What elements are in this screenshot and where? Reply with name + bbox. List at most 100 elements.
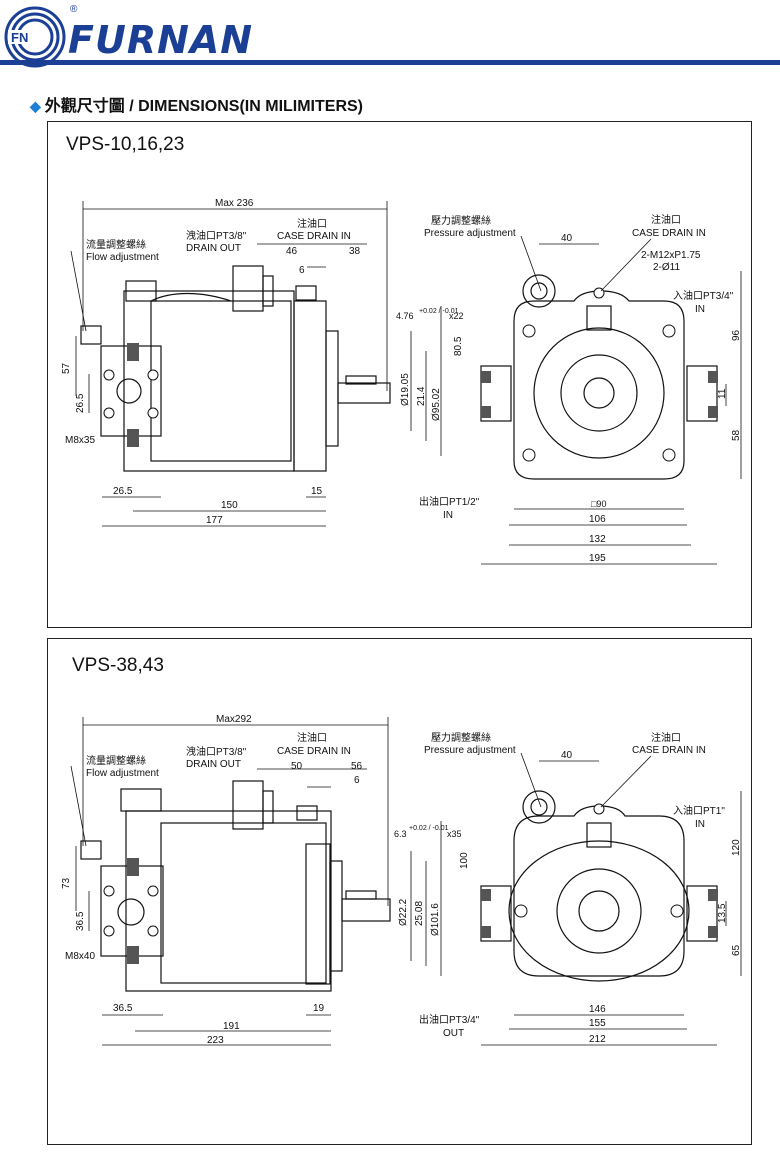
p1-key-tol: +0.02 / -0.01: [419, 308, 459, 315]
p2-dim-36-5-v: 36.5: [75, 911, 86, 931]
p1-dim-195: 195: [589, 553, 606, 564]
p2-dim-25: 25.08: [414, 901, 425, 926]
p2-dia-101: Ø101.6: [430, 903, 441, 936]
model-title: VPS-10,16,23: [66, 134, 185, 155]
p1-dim-177: 177: [206, 515, 223, 526]
p2-press-cn: 壓力調整螺絲: [431, 731, 491, 744]
p1-dim-57: 57: [61, 362, 72, 374]
p1-dim-132: 132: [589, 534, 606, 545]
p2-drain-cn: 洩油口PT3/8": [186, 745, 247, 758]
p2-out-en: OUT: [443, 1028, 464, 1039]
p2-in-cn: 入油口PT1": [673, 804, 725, 817]
p2-dim-6: 6: [354, 775, 360, 786]
p2-max-length: Max292: [216, 714, 252, 725]
p1-press-en: Pressure adjustment: [424, 228, 516, 239]
p1-dim-21: 21.4: [416, 386, 427, 406]
p1-flow-adj-cn: 流量調整螺絲: [86, 238, 146, 251]
p2-press-en: Pressure adjustment: [424, 745, 516, 756]
p1-max-length: Max 236: [215, 198, 254, 209]
p1-holes-11: 2-Ø11: [653, 262, 680, 273]
header-rule: [0, 60, 780, 65]
p2-dim-223: 223: [207, 1035, 224, 1046]
p2-dim-191: 191: [223, 1021, 240, 1032]
p2-out-cn: 出油口PT3/4": [419, 1013, 480, 1026]
p1-case2-en: CASE DRAIN IN: [632, 228, 706, 239]
brand-name: FURNAN: [68, 18, 254, 62]
port-block: [100, 865, 164, 957]
p2-dim-100: 100: [459, 852, 470, 869]
p1-dim-150: 150: [221, 500, 238, 511]
p1-drain-cn: 洩油口PT3/8": [186, 229, 247, 242]
p1-drain-en: DRAIN OUT: [186, 243, 241, 254]
p1-dim-26-5-v: 26.5: [75, 393, 86, 413]
p2-drain-en: DRAIN OUT: [186, 759, 241, 770]
panel-vps-38-43: VPS-38,43: [47, 638, 752, 1145]
p1-dim-38: 38: [349, 246, 361, 257]
p1-dim-46: 46: [286, 246, 298, 257]
page-title-text: 外觀尺寸圖 / DIMENSIONS(IN MILIMITERS): [44, 98, 364, 115]
p2-bolt: M8x40: [65, 951, 95, 962]
p2-case2-en: CASE DRAIN IN: [632, 745, 706, 756]
pump-body-side: [123, 290, 295, 472]
drawing-vps-38-43: Max292 流量調整螺絲 Flow adjustment 洩油口PT3/8" …: [61, 714, 742, 1046]
shaft: [341, 898, 391, 922]
p2-dim-212: 212: [589, 1034, 606, 1045]
p1-dim-96: 96: [731, 329, 742, 341]
drain-fitting: [232, 265, 264, 312]
mounting-flange: [293, 300, 327, 472]
p2-dim-146: 146: [589, 1004, 606, 1015]
p1-dim-15: 15: [311, 486, 323, 497]
p1-out-cn: 出油口PT1/2": [419, 495, 480, 508]
p2-dim-40: 40: [561, 750, 573, 761]
pressure-adjuster: [522, 274, 556, 308]
p2-dia-22: Ø22.2: [398, 898, 409, 926]
model-title: VPS-38,43: [72, 655, 164, 676]
p2-dim-73: 73: [61, 877, 72, 889]
p2-flow-adj-en: Flow adjustment: [86, 768, 159, 779]
p2-key-tol: +0.02 / -0.01: [409, 825, 449, 832]
panel-vps-10-16-23: VPS-10,16,23: [47, 121, 752, 628]
p1-dim-80-5: 80.5: [453, 336, 464, 356]
p1-dim-106: 106: [589, 514, 606, 525]
p1-dim-26-5-h: 26.5: [113, 486, 133, 497]
pump-body-front: [513, 805, 685, 977]
p1-key-len: x22: [449, 311, 464, 321]
p1-in-cn: 入油口PT3/4": [673, 289, 734, 302]
p2-case-en: CASE DRAIN IN: [277, 746, 351, 757]
p1-case-cn: 注油口: [297, 217, 327, 230]
pressure-adjuster: [522, 790, 556, 824]
p2-case-cn: 注油口: [297, 731, 327, 744]
pump-body-side: [125, 810, 332, 992]
p2-dim-155: 155: [589, 1018, 606, 1029]
p2-case2-cn: 注油口: [651, 731, 681, 744]
p2-dim-65: 65: [731, 944, 742, 956]
page-title: ◆外觀尺寸圖 / DIMENSIONS(IN MILIMITERS): [30, 92, 363, 116]
p1-dim-11: 11: [717, 388, 728, 399]
p1-dim-40: 40: [561, 233, 573, 244]
shaft: [337, 382, 391, 404]
p2-dim-120: 120: [731, 839, 742, 856]
p1-dia-95: Ø95.02: [431, 388, 442, 421]
p1-out-en: IN: [443, 510, 453, 521]
p1-press-cn: 壓力調整螺絲: [431, 214, 491, 227]
p1-key: 4.76: [396, 311, 414, 321]
p1-holes-m12: 2-M12xP1.75: [641, 250, 701, 261]
furnan-logo-mark: FN: [4, 6, 66, 68]
p1-case-en: CASE DRAIN IN: [277, 231, 351, 242]
p2-dim-36-5-h: 36.5: [113, 1003, 133, 1014]
logo-mark-text: FN: [11, 30, 28, 45]
diamond-bullet-icon: ◆: [30, 98, 41, 114]
p2-dim-50: 50: [291, 761, 303, 772]
p2-dim-13-5: 13.5: [717, 903, 728, 923]
p1-dim-6: 6: [299, 265, 305, 276]
drawing-vps-10-16-23: Max 236 流量調整螺絲 Flow adjustment 洩油口PT3/8"…: [61, 198, 742, 565]
p1-in-en: IN: [695, 304, 705, 315]
p1-flow-adj-en: Flow adjustment: [86, 252, 159, 263]
p1-dim-58: 58: [731, 429, 742, 441]
p2-key-len: x35: [447, 829, 462, 839]
pump-body-front: [513, 290, 685, 480]
p2-dim-19: 19: [313, 1003, 325, 1014]
p1-dia-19: Ø19.05: [400, 373, 411, 406]
p1-square-90: □90: [591, 499, 606, 509]
p2-dim-56: 56: [351, 761, 363, 772]
